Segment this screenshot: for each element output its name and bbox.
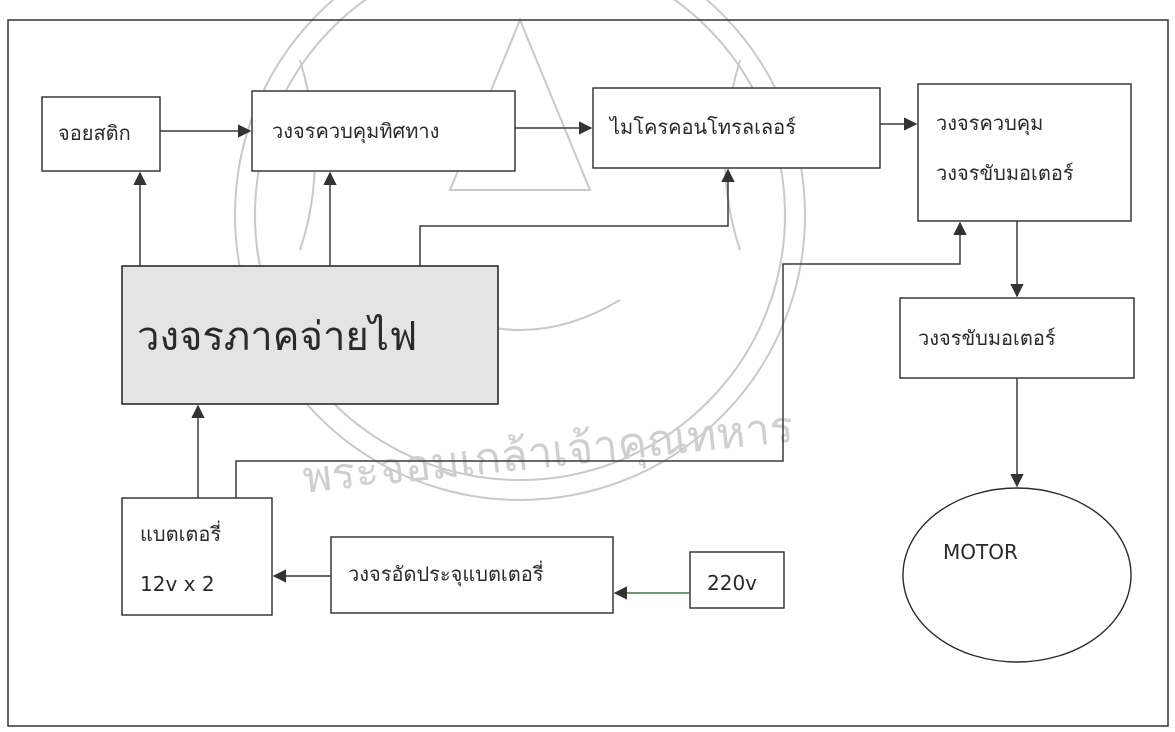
block-direction-control: วงจรควบคุมทิศทาง (251, 90, 516, 172)
block-motor-driver: วงจรขับมอเตอร์ (899, 297, 1135, 379)
motor-driver-control-label-1: วงจรควบคุม (936, 111, 1043, 136)
joystick-label: จอยสติก (58, 121, 131, 145)
block-power-supply: วงจรภาคจ่ายไฟ (121, 265, 499, 405)
block-motor: MOTOR (902, 487, 1132, 663)
microcontroller-label: ไมโครคอนโทรลเลอร์ (608, 115, 796, 139)
battery-label-1: แบตเตอรี่ (140, 520, 221, 546)
block-joystick: จอยสติก (41, 96, 161, 172)
battery-label-2: 12v x 2 (140, 572, 215, 596)
block-microcontroller: ไมโครคอนโทรลเลอร์ (592, 87, 881, 169)
ac-input-label: 220v (707, 571, 757, 595)
block-battery: แบตเตอรี่ 12v x 2 (121, 497, 273, 616)
block-charger: วงจรอัดประจุแบตเตอรี่ (330, 536, 614, 614)
arrow-battery-to-driver-control (235, 221, 967, 498)
charger-label: วงจรอัดประจุแบตเตอรี่ (348, 560, 544, 587)
motor-driver-label: วงจรขับมอเตอร์ (918, 326, 1056, 350)
block-motor-driver-control: วงจรควบคุม วงจรขับมอเตอร์ (917, 83, 1132, 222)
motor-driver-control-label-2: วงจรขับมอเตอร์ (936, 161, 1074, 185)
motor-label: MOTOR (943, 540, 1018, 564)
watermark-arc-text: พระจอมเกล้าเจ้าคุณทหาร (300, 402, 796, 505)
direction-control-label: วงจรควบคุมทิศทาง (272, 119, 439, 144)
diagram-frame (7, 19, 1169, 727)
block-ac-input: 220v (689, 551, 785, 609)
power-supply-label: วงจรภาคจ่ายไฟ (137, 314, 417, 360)
arrow-power-to-micro (419, 168, 735, 266)
watermark-seal: พระจอมเกล้าเจ้าคุณทหาร (234, 0, 806, 505)
